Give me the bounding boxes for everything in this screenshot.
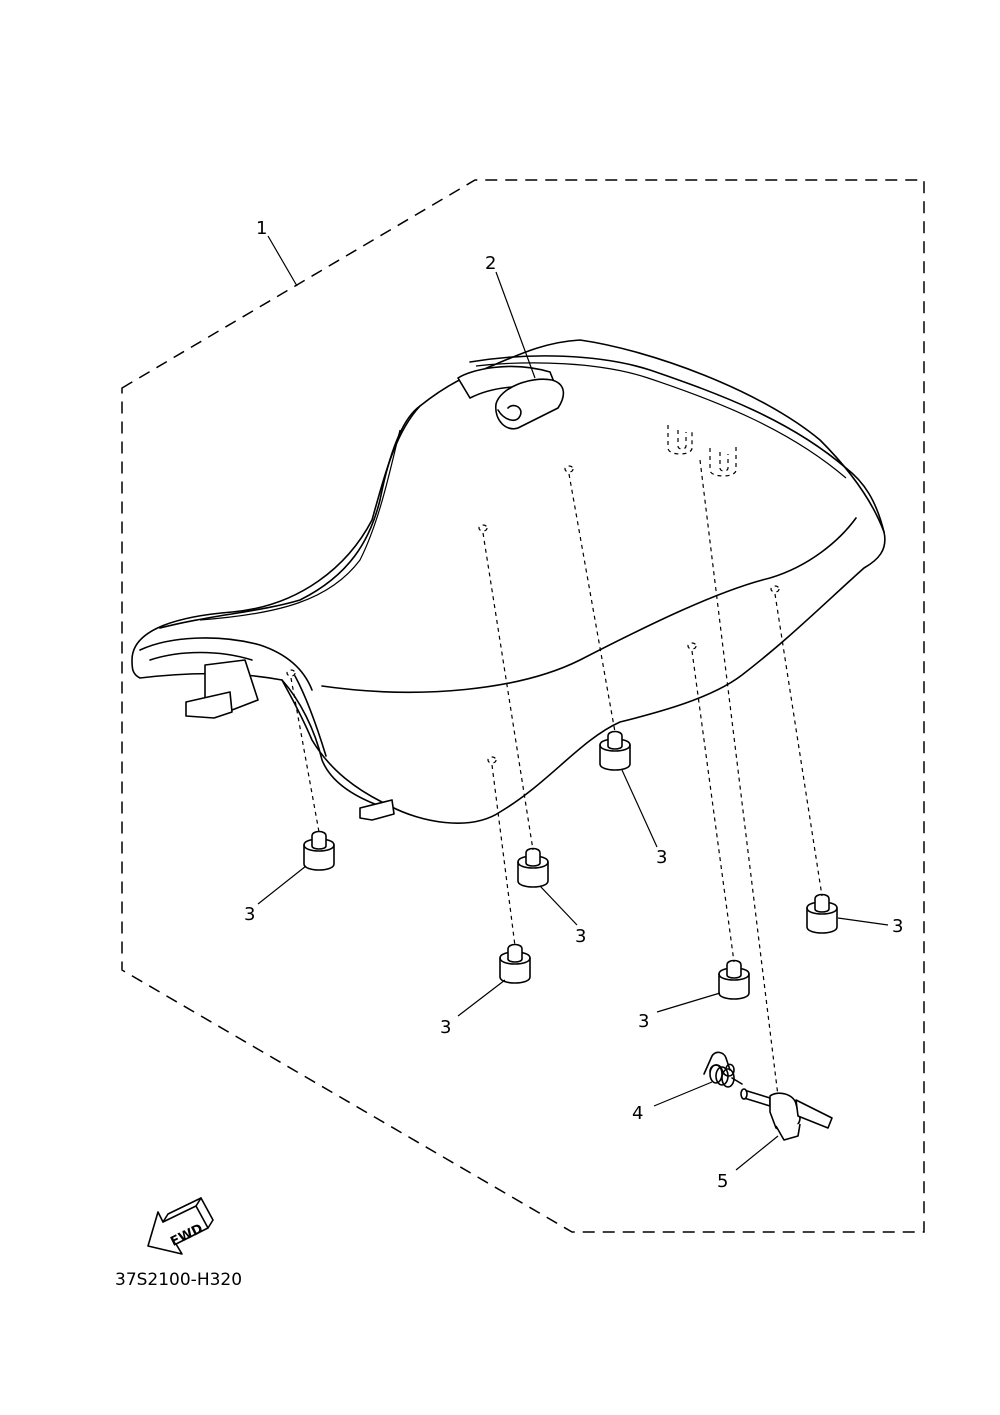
damper-e xyxy=(718,959,750,1000)
damper-f xyxy=(806,893,838,934)
damper-rubbers xyxy=(303,730,838,1000)
callout-4: 4 xyxy=(632,1103,643,1124)
callout-3-right: 3 xyxy=(892,916,903,937)
callout-3-upper-center: 3 xyxy=(656,847,667,868)
seat-strap xyxy=(457,365,565,430)
leader-lines xyxy=(257,235,889,1171)
fitting-lines xyxy=(290,459,823,1097)
damper-a xyxy=(303,830,335,871)
callout-3-lower-left: 3 xyxy=(440,1017,451,1038)
callout-1: 1 xyxy=(256,218,267,239)
callouts: 1 2 3 3 3 3 3 3 4 5 xyxy=(244,218,903,1192)
callout-3-lower-right: 3 xyxy=(638,1011,649,1032)
seat xyxy=(131,339,886,824)
callout-3-center: 3 xyxy=(575,926,586,947)
callout-5: 5 xyxy=(717,1171,728,1192)
damper-d xyxy=(499,943,531,984)
drawing-code: 37S2100-H320 xyxy=(115,1270,242,1290)
damper-b xyxy=(517,847,549,888)
callout-2: 2 xyxy=(485,253,496,274)
callout-3-front-left: 3 xyxy=(244,904,255,925)
assembly-boundary xyxy=(121,179,925,1233)
lock-pin xyxy=(740,1088,833,1141)
spring xyxy=(703,1051,743,1088)
damper-c xyxy=(599,730,631,771)
fwd-arrow: FWD xyxy=(147,1197,214,1255)
